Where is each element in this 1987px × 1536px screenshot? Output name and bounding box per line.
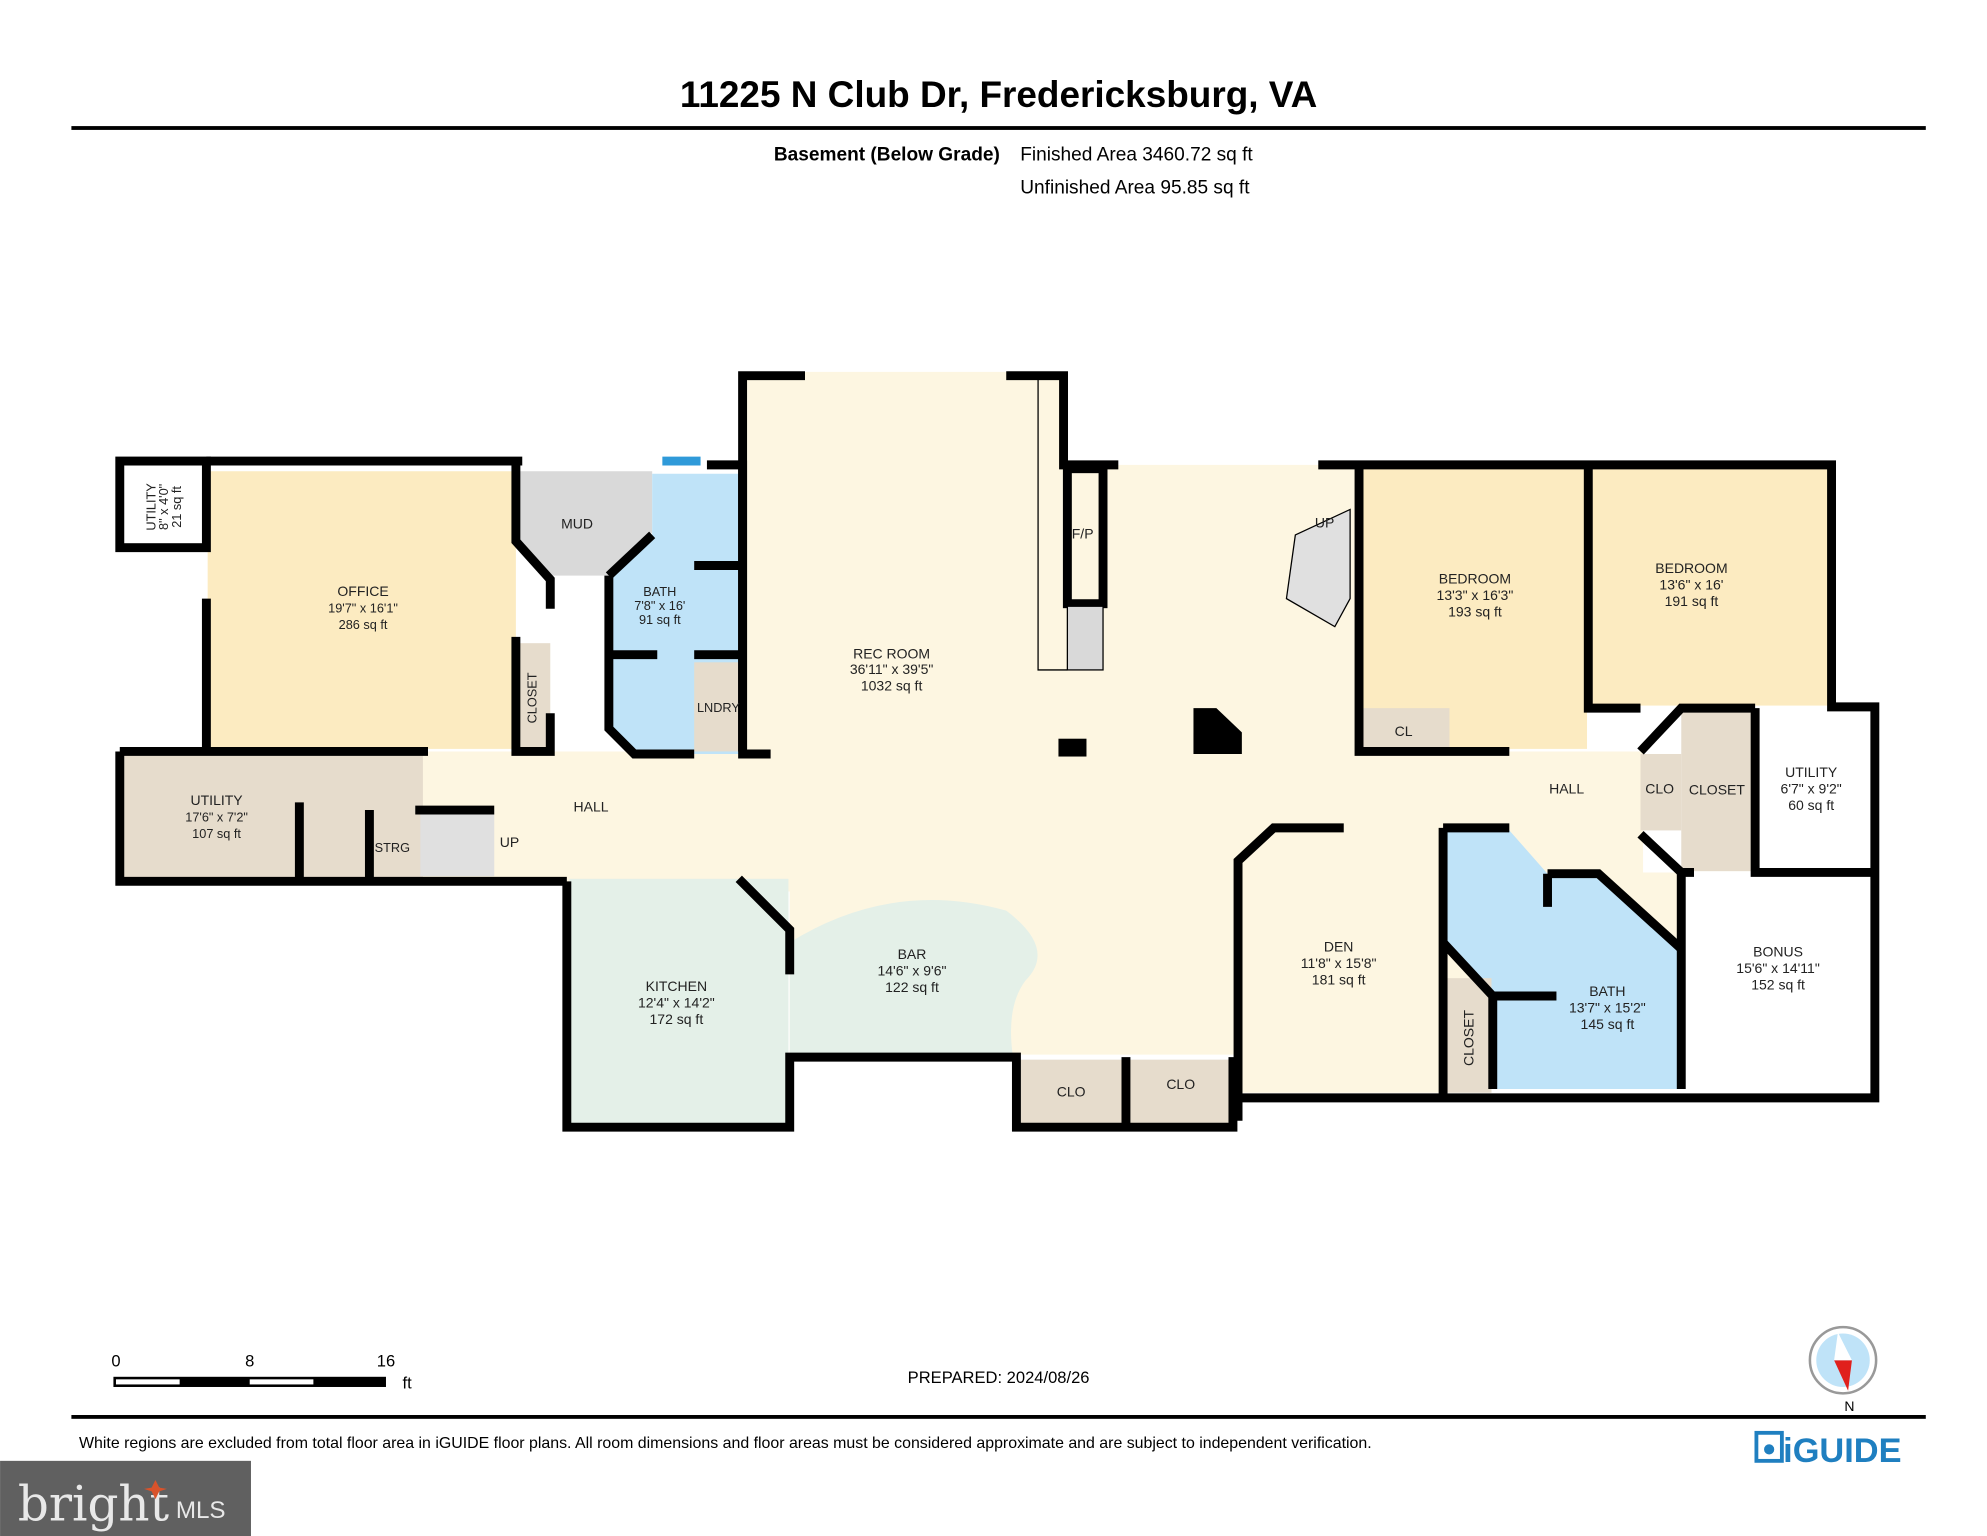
room-dims: 6'7" x 9'2" [1781,780,1842,796]
unfinished-area: Unfinished Area 95.85 sq ft [1020,178,1250,199]
room-name: UTILITY [143,483,158,531]
scale-label: 16 [377,1352,395,1371]
room-name: UTILITY [191,792,244,808]
iguide-logo: iGUIDE [1754,1430,1902,1470]
room-area: 286 sq ft [339,617,388,632]
closet-floor-3 [1443,978,1492,1093]
bar-floor [789,900,1038,1055]
clo-floor-3 [1129,1059,1232,1126]
room-dims: 15'6" x 14'11" [1736,960,1820,976]
room-name: HALL [574,798,609,814]
room-area: 107 sq ft [192,826,241,841]
room-name: OFFICE [337,583,388,599]
room-name: UTILITY [1785,764,1838,780]
stair-label: UP [1315,514,1334,530]
room-area: 91 sq ft [639,612,681,627]
room-area: 181 sq ft [1312,972,1366,988]
room-dims: 36'11" x 39'5" [850,661,934,677]
header-rule [71,126,1926,130]
room-area: 21 sq ft [169,486,184,528]
room-dims: 13'3" x 16'3" [1437,587,1514,603]
scale-label: 8 [245,1352,254,1371]
room-area: 152 sq ft [1751,977,1805,993]
room-name: BEDROOM [1439,570,1511,586]
room-labels: UTILITY 8" x 4'0" 21 sq ft OFFICE 19'7" … [143,483,1841,1100]
room-area: 122 sq ft [885,979,939,995]
room-name: CLO [1166,1076,1195,1092]
room-name: KITCHEN [646,978,707,994]
room-name: MUD [561,516,593,532]
room-dims: 7'8" x 16' [634,598,685,613]
room-dims: 11'8" x 15'8" [1301,955,1377,971]
stairs-floor [420,810,495,877]
footer-rule [71,1415,1926,1419]
room-area: 145 sq ft [1581,1016,1635,1032]
room-name: STRG [375,840,410,855]
page-title: 11225 N Club Dr, Fredericksburg, VA [680,74,1317,115]
room-dims: 13'7" x 15'2" [1569,1000,1646,1016]
floor-fills [117,371,1830,1126]
room-name: CLOSET [1689,782,1745,798]
kitchen-floor [569,878,789,1125]
room-name: LNDRY [697,700,740,715]
storage-floor [369,810,416,879]
clo-floor [1640,753,1682,831]
room-name: CLOSET [524,672,539,723]
clo-floor-2 [1018,1059,1125,1126]
stair-label: UP [500,834,519,850]
scale-bar: 0 8 16 ft [111,1352,412,1393]
room-dims: 19'7" x 16'1" [328,601,398,616]
room-name: DEN [1324,938,1354,954]
room-dims: 12'4" x 14'2" [638,994,715,1010]
disclaimer: White regions are excluded from total fl… [79,1435,1372,1452]
bedroom-floor-2 [1589,468,1830,706]
room-name: F/P [1072,526,1094,542]
room-name: BEDROOM [1655,560,1727,576]
room-name: CLO [1645,780,1674,796]
scale-unit: ft [403,1373,413,1392]
room-area: 172 sq ft [650,1011,704,1027]
svg-text:bright: bright [18,1477,170,1533]
room-name: CL [1395,723,1413,739]
room-name: HALL [1549,780,1584,796]
room-dims: 14'6" x 9'6" [877,963,946,979]
room-name: BATH [1589,983,1625,999]
mud-floor [515,471,653,576]
level-label: Basement (Below Grade) [774,144,1000,165]
room-name: BAR [898,946,927,962]
room-area: 191 sq ft [1665,593,1719,609]
office-floor [207,471,516,749]
closet-floor [515,643,551,752]
room-dims: 17'6" x 7'2" [185,809,248,824]
compass-north-label: N [1844,1398,1854,1414]
spiral-stair [1285,508,1351,628]
room-area: 60 sq ft [1788,797,1834,813]
laundry-floor [694,662,743,752]
room-dims: 13'6" x 16' [1659,577,1723,593]
finished-area: Finished Area 3460.72 sq ft [1020,144,1253,165]
bedroom-floor [1360,468,1588,749]
room-name: CLOSET [1461,1010,1477,1066]
room-area: 193 sq ft [1448,603,1502,619]
room-name: BONUS [1753,943,1803,959]
room-name: REC ROOM [853,645,930,661]
svg-text:MLS: MLS [176,1497,226,1524]
room-name: BATH [643,584,676,599]
closet-floor-2 [1681,708,1756,872]
compass-icon: N [1808,1325,1878,1414]
cl-floor [1360,708,1450,749]
walls [115,371,1880,1132]
bright-mls-logo: bright MLS [0,1460,251,1536]
room-area: 1032 sq ft [861,677,923,693]
room-dims: 8" x 4'0" [156,484,171,530]
den-floor [1238,827,1442,1093]
scale-label: 0 [111,1352,120,1371]
room-name: CLO [1057,1084,1086,1100]
prepared-date: PREPARED: 2024/08/26 [908,1368,1090,1387]
iguide-logo-text: iGUIDE [1783,1432,1901,1470]
